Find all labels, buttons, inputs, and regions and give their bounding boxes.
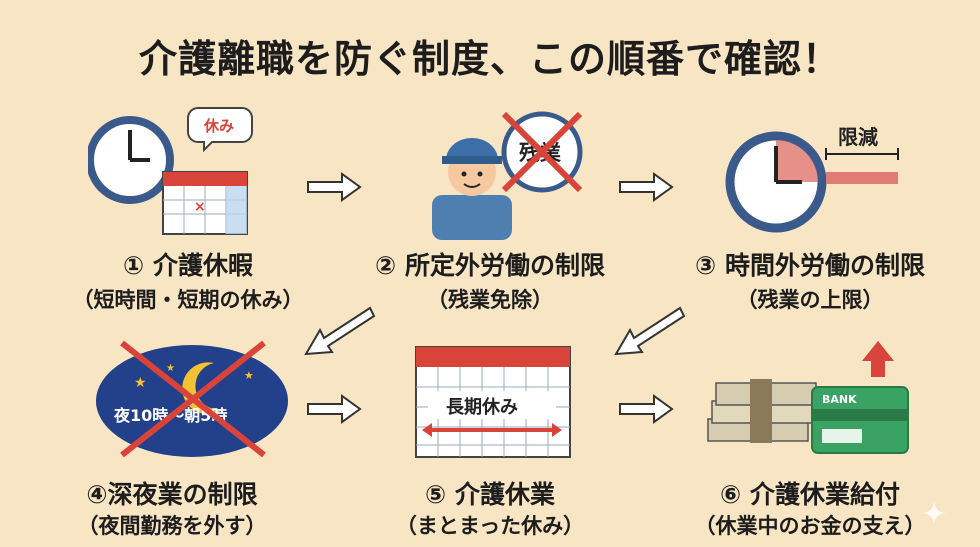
arrow-right-icon — [307, 172, 362, 202]
step-5-title: ⑤ 介護休業 — [425, 480, 555, 509]
step-2-title: ② 所定外労働の制限 — [375, 251, 605, 280]
svg-text:×: × — [194, 199, 206, 215]
step-4: ★ ★ ★ 夜10時〜朝5時 ④深夜業の制限 （夜間勤務を外す） — [22, 335, 322, 547]
worker-no-overtime-icon: 残業 — [432, 111, 583, 240]
step-3-title: ③ 時間外労働の制限 — [695, 251, 925, 280]
step-4-title: ④深夜業の制限 — [86, 480, 258, 509]
money-bank-card-icon: BANK — [707, 341, 909, 454]
step-6-subtitle: （休業中のお金の支え） — [694, 514, 926, 538]
arrow-right-icon — [619, 394, 674, 424]
bank-label: BANK — [822, 393, 857, 406]
arrow-right-icon — [619, 172, 674, 202]
step-6-title: ⑥ 介護休業給付 — [720, 480, 900, 509]
page-title: 介護離職を防ぐ制度、この順番で確認！ — [138, 37, 841, 81]
long-leave-calendar-icon: 長期休み — [415, 346, 571, 458]
step-2: 残業 ② 所定外労働の制限 （残業免除） — [340, 100, 640, 320]
step-3-subtitle: （残業の上限） — [736, 288, 884, 312]
rest-label: 休み — [203, 117, 234, 135]
arrow-down-left-icon — [304, 306, 376, 356]
clock-calendar-icon: × 休み — [88, 107, 253, 235]
step-1-title: ① 介護休暇 — [123, 251, 253, 280]
limit-label: 限減 — [838, 125, 878, 149]
clock-limit-icon: 限減 — [725, 125, 899, 233]
step-6: BANK ⑥ 介護休業給付 （休業中のお金の支え） — [660, 335, 960, 547]
step-1: × 休み ① 介護休暇 （短時間・短期の休み） — [38, 100, 338, 320]
step-5: 長期休み ⑤ 介護休業 （まとまった休み） — [340, 335, 640, 547]
svg-text:★: ★ — [244, 369, 254, 382]
step-5-subtitle: （まとまった休み） — [395, 514, 585, 538]
arrow-down-left-icon — [614, 306, 686, 356]
sparkle-icon — [922, 501, 946, 525]
step-1-subtitle: （短時間・短期の休み） — [72, 288, 304, 312]
step-2-subtitle: （残業免除） — [427, 288, 553, 312]
step-4-subtitle: （夜間勤務を外す） — [77, 514, 267, 538]
step-3: 限減 ③ 時間外労働の制限 （残業の上限） — [660, 100, 960, 320]
svg-text:★: ★ — [166, 363, 175, 374]
arrow-right-icon — [307, 394, 362, 424]
night-moon-icon: ★ ★ ★ 夜10時〜朝5時 — [96, 340, 288, 458]
svg-text:★: ★ — [134, 375, 147, 391]
long-leave-label: 長期休み — [446, 396, 518, 418]
